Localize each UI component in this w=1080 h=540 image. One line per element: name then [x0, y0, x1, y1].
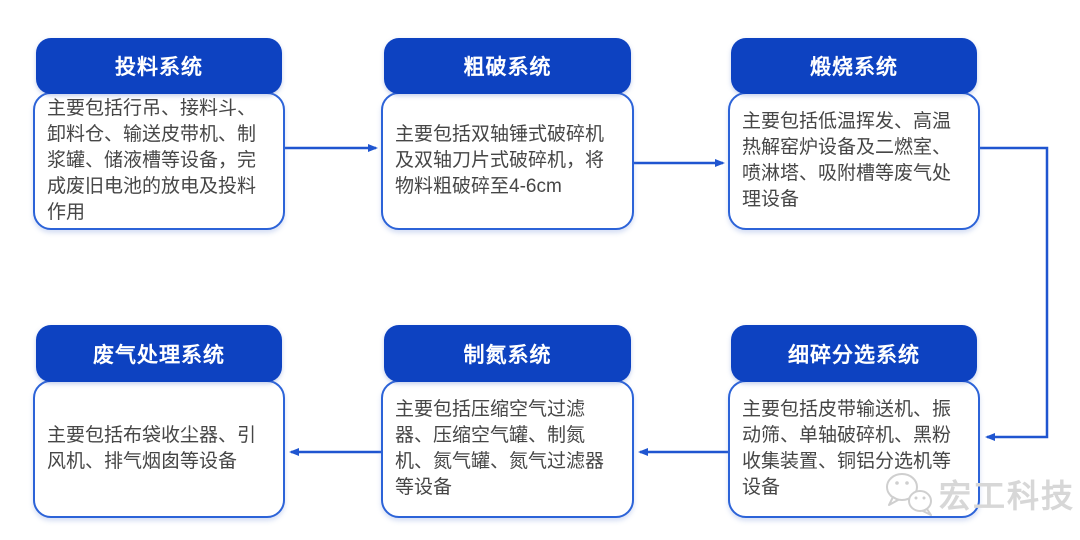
node-exhaust-description: 主要包括布袋收尘器、引风机、排气烟囱等设备 — [33, 380, 285, 518]
watermark-text: 宏工科技 — [939, 478, 1076, 514]
node-nitrogen-generation-system: 制氮系统 主要包括压缩空气过滤器、压缩空气罐、制氮机、氮气罐、氮气过滤器等设备 — [381, 325, 634, 518]
node-feeding-description: 主要包括行吊、接料斗、卸料仓、输送皮带机、制浆罐、储液槽等设备，完成废旧电池的放… — [33, 92, 285, 230]
node-calcining-description: 主要包括低温挥发、高温热解窑炉设备及二燃室、喷淋塔、吸附槽等废气处理设备 — [728, 92, 980, 230]
node-nitrogen-title-bar: 制氮系统 — [384, 325, 631, 382]
node-desc-text: 主要包括双轴锤式破碎机及双轴刀片式破碎机，将物料粗破碎至4-6cm — [395, 124, 605, 197]
node-feeding-title-bar: 投料系统 — [36, 38, 282, 94]
node-desc-text: 主要包括低温挥发、高温热解窑炉设备及二燃室、喷淋塔、吸附槽等废气处理设备 — [742, 111, 952, 210]
node-desc-text: 主要包括行吊、接料斗、卸料仓、输送皮带机、制浆罐、储液槽等设备，完成废旧电池的放… — [47, 98, 257, 223]
node-title: 粗破系统 — [463, 56, 552, 79]
node-exhaust-title-bar: 废气处理系统 — [36, 325, 282, 382]
node-fine-sorting-title-bar: 细碎分选系统 — [731, 325, 977, 382]
node-fine-sorting-description: 主要包括皮带输送机、振动筛、单轴破碎机、黑粉收集装置、铜铝分选机等设备 — [728, 380, 980, 518]
wechat-icon — [886, 473, 932, 516]
node-nitrogen-description: 主要包括压缩空气过滤器、压缩空气罐、制氮机、氮气罐、氮气过滤器等设备 — [381, 380, 634, 518]
node-title: 煅烧系统 — [810, 56, 898, 79]
node-fine-crushing-sorting-system: 细碎分选系统 主要包括皮带输送机、振动筛、单轴破碎机、黑粉收集装置、铜铝分选机等… — [728, 325, 980, 518]
node-desc-text: 主要包括布袋收尘器、引风机、排气烟囱等设备 — [47, 425, 257, 472]
node-calcining-title-bar: 煅烧系统 — [731, 38, 977, 94]
node-coarse-description: 主要包括双轴锤式破碎机及双轴刀片式破碎机，将物料粗破碎至4-6cm — [381, 92, 634, 230]
watermark: 宏工科技 — [883, 470, 1075, 518]
node-desc-text: 主要包括压缩空气过滤器、压缩空气罐、制氮机、氮气罐、氮气过滤器等设备 — [395, 399, 605, 498]
node-coarse-title-bar: 粗破系统 — [384, 38, 631, 94]
node-desc-text: 主要包括皮带输送机、振动筛、单轴破碎机、黑粉收集装置、铜铝分选机等设备 — [742, 399, 952, 498]
node-title: 制氮系统 — [463, 343, 552, 367]
node-title: 投料系统 — [115, 56, 203, 79]
node-title: 废气处理系统 — [93, 343, 225, 367]
node-calcining-system: 煅烧系统 主要包括低温挥发、高温热解窑炉设备及二燃室、喷淋塔、吸附槽等废气处理设… — [728, 38, 980, 230]
node-title: 细碎分选系统 — [788, 343, 920, 367]
arrow-calcining-to-fine-sorting — [980, 146, 1049, 441]
node-feeding-system: 投料系统 主要包括行吊、接料斗、卸料仓、输送皮带机、制浆罐、储液槽等设备，完成废… — [33, 38, 285, 230]
node-exhaust-gas-treatment-system: 废气处理系统 主要包括布袋收尘器、引风机、排气烟囱等设备 — [33, 325, 285, 518]
node-coarse-crushing-system: 粗破系统 主要包括双轴锤式破碎机及双轴刀片式破碎机，将物料粗破碎至4-6cm — [381, 38, 634, 230]
